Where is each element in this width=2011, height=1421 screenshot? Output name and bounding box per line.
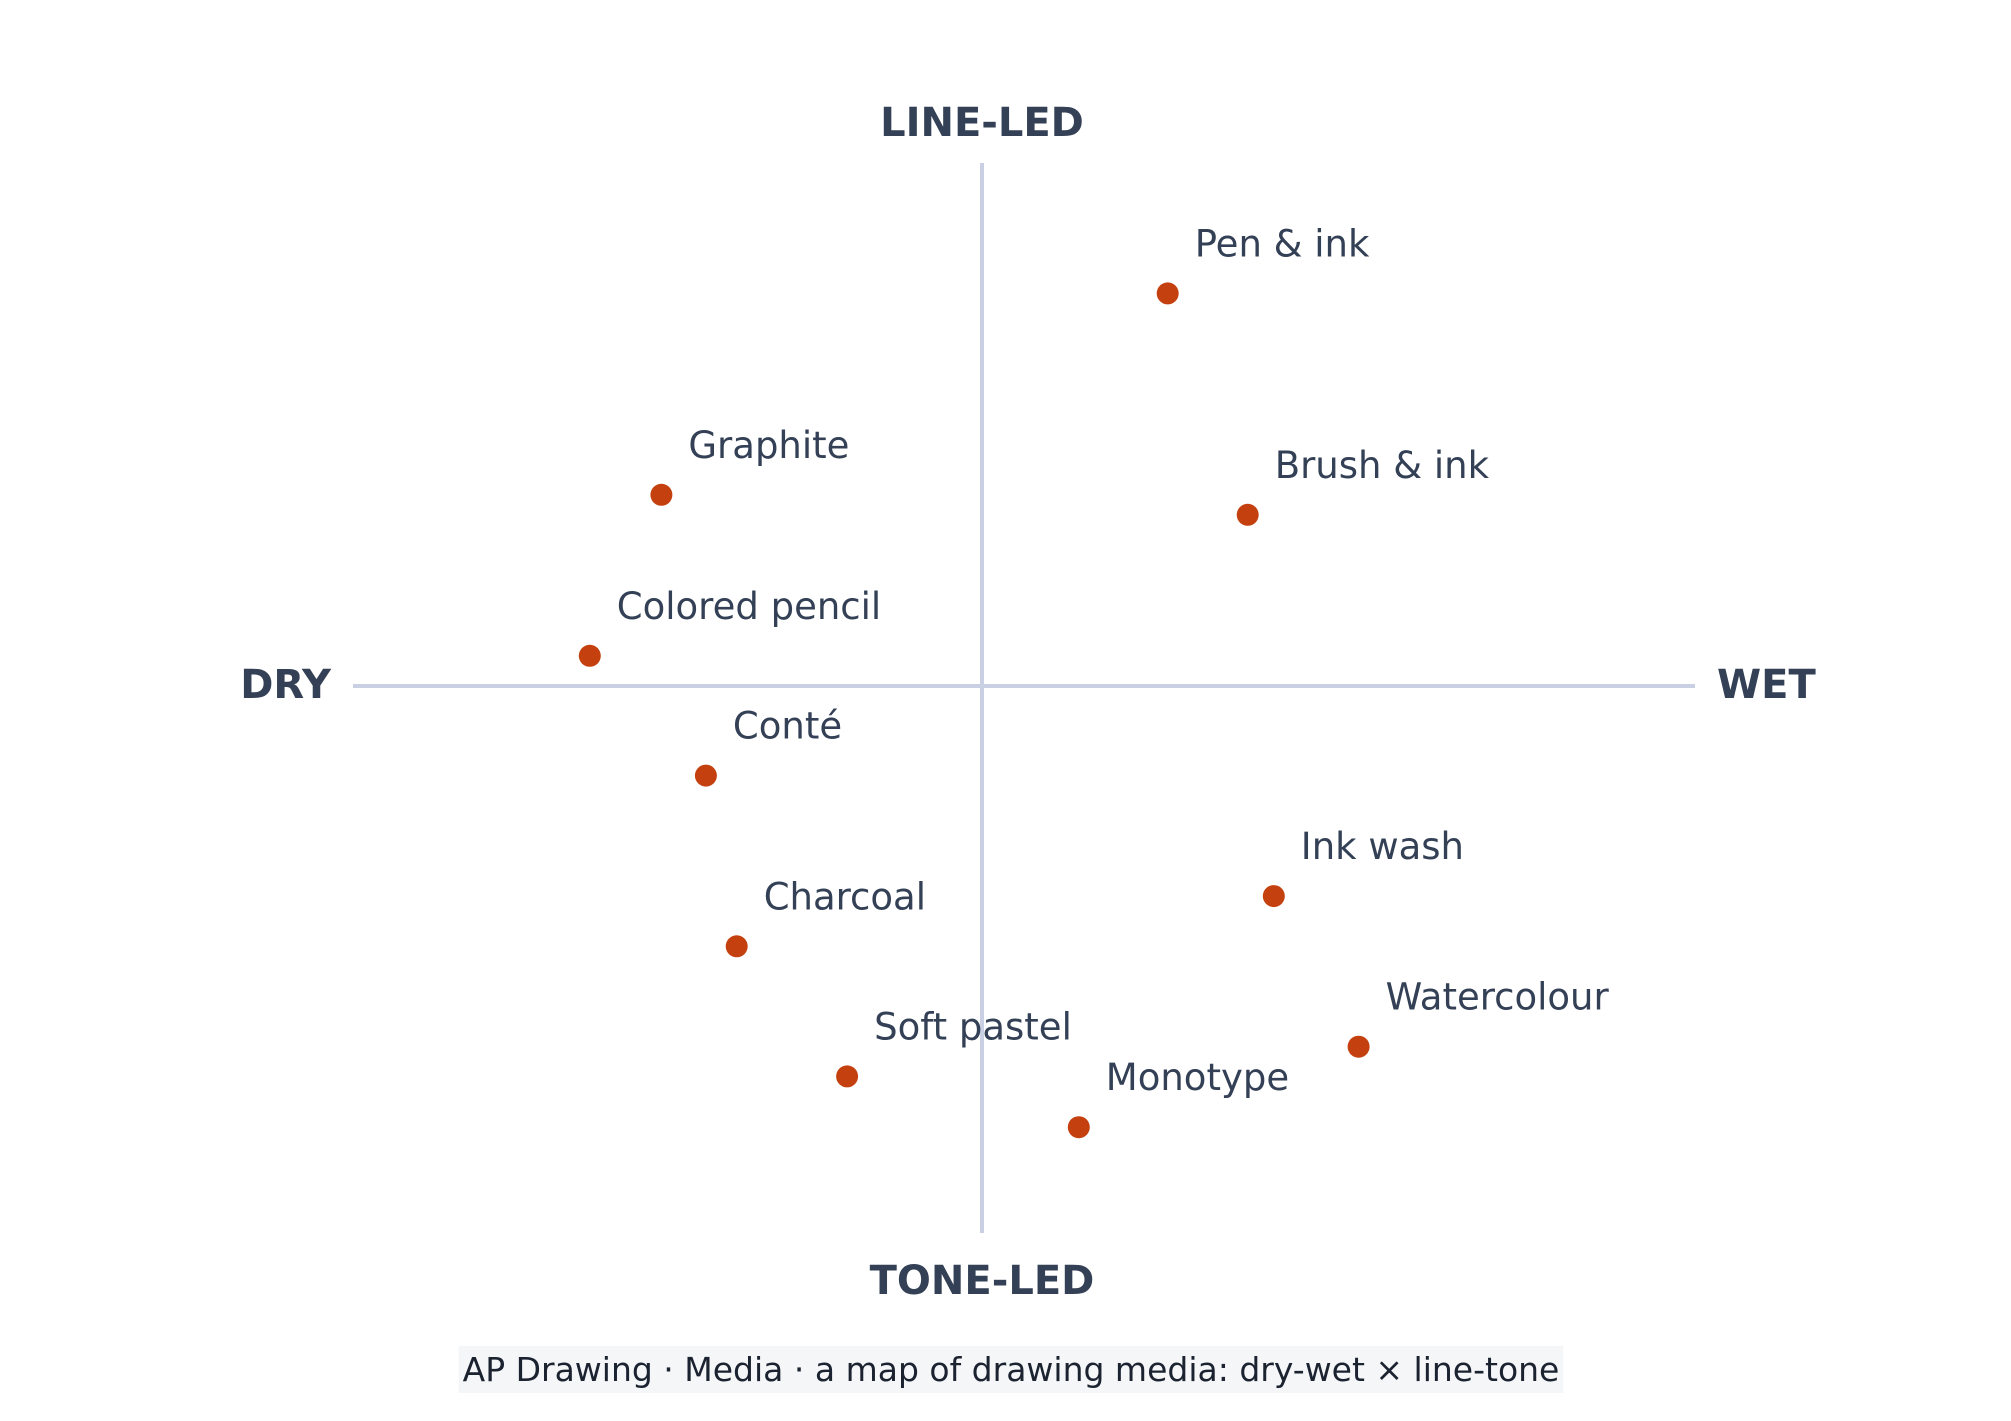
- point-label-colored-pencil: Colored pencil: [617, 585, 881, 628]
- point-label-pen-ink: Pen & ink: [1195, 222, 1370, 265]
- point-cont: [694, 764, 717, 787]
- point-label-graphite: Graphite: [688, 424, 849, 467]
- point-colored-pencil: [578, 644, 601, 667]
- point-ink-wash: [1262, 885, 1285, 908]
- point-label-soft-pastel: Soft pastel: [874, 1005, 1072, 1048]
- caption-box: AP Drawing · Media · a map of drawing me…: [458, 1346, 1564, 1393]
- point-label-watercolour: Watercolour: [1386, 976, 1610, 1019]
- point-graphite: [650, 483, 673, 506]
- caption-text: AP Drawing · Media · a map of drawing me…: [463, 1350, 1560, 1389]
- caption-background: [458, 1346, 1564, 1393]
- axis-label-dry: DRY: [240, 662, 332, 708]
- axis-label-line-led: LINE-LED: [880, 100, 1084, 146]
- point-label-ink-wash: Ink wash: [1301, 825, 1464, 868]
- point-watercolour: [1347, 1035, 1370, 1058]
- axes: LINE-LED TONE-LED DRY WET: [240, 100, 1816, 1304]
- point-pen-ink: [1156, 282, 1179, 305]
- point-label-charcoal: Charcoal: [764, 875, 926, 918]
- point-brush-ink: [1236, 503, 1259, 526]
- point-label-cont: Conté: [733, 705, 842, 748]
- point-label-monotype: Monotype: [1106, 1056, 1289, 1099]
- point-label-brush-ink: Brush & ink: [1275, 444, 1490, 487]
- axis-label-wet: WET: [1717, 662, 1816, 708]
- point-monotype: [1067, 1116, 1090, 1139]
- axis-label-tone-led: TONE-LED: [870, 1258, 1095, 1304]
- point-charcoal: [725, 935, 748, 958]
- point-soft-pastel: [836, 1065, 859, 1088]
